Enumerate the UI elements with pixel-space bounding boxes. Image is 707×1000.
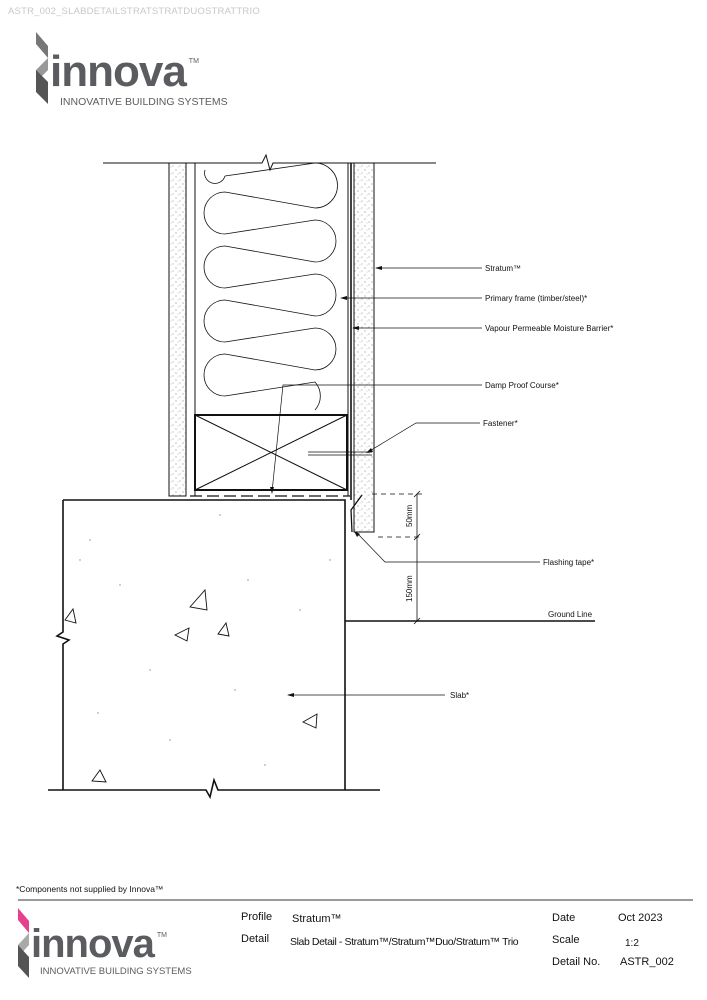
logo-tm: TM	[156, 932, 168, 939]
detail-no-label: Detail No.	[552, 956, 601, 968]
innova-logo-bottom: innova TM INNOVATIVE BUILDING SYSTEMS	[16, 908, 216, 988]
top-break-line	[103, 153, 436, 172]
leader-arrowheads	[270, 266, 382, 697]
timber-plate	[194, 414, 348, 491]
concrete-slab	[48, 499, 380, 800]
date-label: Date	[552, 912, 576, 924]
logo-wordmark: innova	[31, 922, 155, 966]
flashing-tape	[350, 494, 363, 533]
logo-tm: TM	[188, 58, 199, 65]
label-primary-frame: Primary frame (timber/steel)*	[485, 294, 587, 303]
date-value: Oct 2023	[618, 912, 663, 924]
slab-detail-drawing: Stratum™ Primary frame (timber/steel)* V…	[48, 153, 613, 800]
leader-lines	[271, 267, 540, 696]
internal-board	[168, 162, 187, 497]
label-flashing-tape: Flashing tape*	[543, 558, 594, 567]
footer-divider	[18, 899, 693, 901]
label-slab: Slab*	[450, 691, 469, 700]
logo-chevron-icon	[36, 32, 48, 104]
footnote: *Components not supplied by Innova™	[16, 884, 164, 894]
stratum-board	[353, 162, 375, 533]
detail-value: Slab Detail - Stratum™/Stratum™Duo/Strat…	[290, 936, 519, 948]
detail-label: Detail	[241, 933, 270, 945]
dimension-50mm: 50mm	[405, 504, 414, 527]
innova-logo-top: innova TM INNOVATIVE BUILDING SYSTEMS	[34, 32, 234, 112]
logo-chevron-icon	[18, 908, 29, 978]
label-vapour-barrier: Vapour Permeable Moisture Barrier*	[485, 324, 613, 333]
dimension-lines	[372, 490, 422, 625]
label-dpc: Damp Proof Course*	[485, 381, 559, 390]
dimension-150mm: 150mm	[405, 575, 414, 602]
scale-value: 1:2	[625, 938, 639, 949]
detail-no-value: ASTR_002	[620, 956, 674, 968]
insulation	[203, 162, 338, 411]
logo-wordmark: innova	[50, 47, 187, 96]
logo-tagline: INNOVATIVE BUILDING SYSTEMS	[40, 966, 192, 977]
label-stratum: Stratum™	[485, 264, 521, 273]
label-ground-line: Ground Line	[548, 610, 593, 619]
document-id: ASTR_002_SLABDETAILSTRATSTRATDUOSTRATTRI…	[8, 6, 260, 17]
logo-tagline: INNOVATIVE BUILDING SYSTEMS	[60, 96, 228, 108]
fastener	[308, 451, 372, 456]
profile-label: Profile	[241, 911, 273, 923]
scale-label: Scale	[552, 934, 580, 946]
slab-dots	[79, 514, 331, 766]
slab-aggregate	[64, 588, 318, 783]
label-fastener: Fastener*	[483, 419, 518, 428]
profile-value: Stratum™	[292, 913, 342, 925]
